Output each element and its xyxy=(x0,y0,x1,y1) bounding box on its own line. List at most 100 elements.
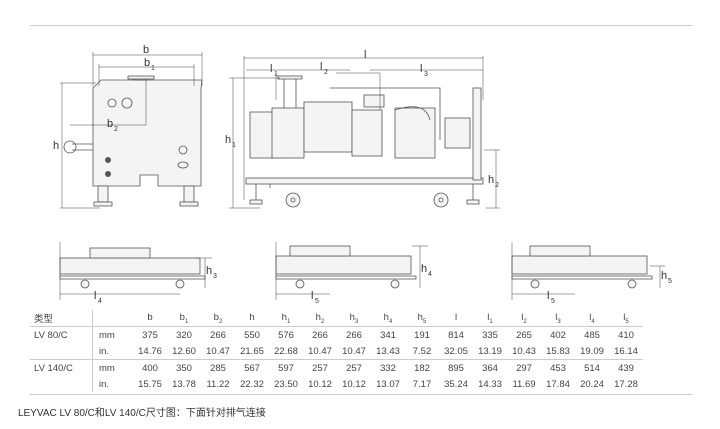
value-cell: 335 xyxy=(473,326,507,343)
value-cell: 21.65 xyxy=(240,345,264,357)
value-cell: 266 xyxy=(201,326,235,343)
column-header-label: l xyxy=(454,311,458,323)
column-header-sub: 5 xyxy=(625,318,629,325)
dim-label-sub: 4 xyxy=(428,271,432,278)
column-header-label: l xyxy=(623,311,626,323)
value-cell: 7.17 xyxy=(412,378,432,390)
value-cell: 10.12 xyxy=(308,378,332,390)
column-header-label: l xyxy=(487,311,490,323)
column-header-label: l xyxy=(589,311,592,323)
unit-cell: in. xyxy=(92,343,133,360)
column-header-label: h xyxy=(249,311,255,323)
column-header-sub: 1 xyxy=(286,318,291,325)
dim-label: b xyxy=(144,57,150,69)
column-header-label: h xyxy=(383,311,389,323)
column-header-label: h xyxy=(417,311,423,323)
value-cell: 182 xyxy=(405,359,439,376)
column-header-sub: 4 xyxy=(388,318,393,325)
dim-label-sub: 2 xyxy=(495,182,499,189)
value-cell: 13.78 xyxy=(172,378,196,390)
model-cell xyxy=(30,376,93,392)
value-cell: 16.14 xyxy=(614,345,638,357)
dim-label: h xyxy=(661,270,667,282)
value-cell: 10.12 xyxy=(342,378,366,390)
column-header: l2 xyxy=(507,310,541,327)
value-cell: 297 xyxy=(507,359,541,376)
model-cell: LV 80/C xyxy=(30,326,93,343)
value-cell: 285 xyxy=(201,359,235,376)
value-cell: 10.47 xyxy=(308,345,332,357)
column-header-label: l xyxy=(521,311,524,323)
column-header-label: l xyxy=(555,311,558,323)
value-cell: 32.05 xyxy=(444,345,468,357)
value-cell: 15.83 xyxy=(546,345,570,357)
dim-label-sub: 4 xyxy=(98,298,102,305)
column-header: b xyxy=(133,310,167,327)
value-cell: 266 xyxy=(303,326,337,343)
header-unit xyxy=(92,310,133,327)
value-cell: 439 xyxy=(609,359,643,376)
value-cell: 453 xyxy=(541,359,575,376)
column-header: l5 xyxy=(609,310,643,327)
dim-label: l xyxy=(320,61,322,73)
unit-cell: mm xyxy=(92,359,133,376)
dim-label-sub: 5 xyxy=(668,278,672,285)
value-cell: 400 xyxy=(133,359,167,376)
value-cell: 514 xyxy=(575,359,609,376)
value-cell: 567 xyxy=(235,359,269,376)
column-header: b1 xyxy=(167,310,201,327)
caption: LEYVAC LV 80/C和LV 140/C尺寸图：下面针对排气连接 xyxy=(18,408,266,419)
value-cell: 375 xyxy=(133,326,167,343)
value-cell: 11.22 xyxy=(206,378,230,390)
column-header-sub: 2 xyxy=(320,318,325,325)
dim-label-sub: 2 xyxy=(114,126,118,133)
column-header-sub: 3 xyxy=(354,318,359,325)
value-cell: 22.68 xyxy=(274,345,298,357)
unit-cell: in. xyxy=(92,376,133,392)
value-cell: 10.43 xyxy=(512,345,536,357)
column-header: h3 xyxy=(337,310,371,327)
column-header: b2 xyxy=(201,310,235,327)
value-cell: 23.50 xyxy=(274,378,298,390)
column-header-sub: 5 xyxy=(422,318,427,325)
column-header-sub: 3 xyxy=(557,318,561,325)
dim-label: l xyxy=(270,63,272,75)
value-cell: 12.60 xyxy=(172,345,196,357)
value-cell: 597 xyxy=(269,359,303,376)
value-cell: 320 xyxy=(167,326,201,343)
value-cell: 19.09 xyxy=(580,345,604,357)
value-cell: 13.43 xyxy=(376,345,400,357)
value-cell: 20.24 xyxy=(580,378,604,390)
column-header-label: b xyxy=(213,311,219,323)
dim-label: h xyxy=(225,134,231,146)
value-cell: 13.07 xyxy=(376,378,400,390)
value-cell: 13.19 xyxy=(478,345,502,357)
value-cell: 364 xyxy=(473,359,507,376)
dim-label-sub: 3 xyxy=(213,273,217,280)
column-header-label: b xyxy=(179,311,185,323)
value-cell: 410 xyxy=(609,326,643,343)
value-cell: 550 xyxy=(235,326,269,343)
model-cell: LV 140/C xyxy=(30,359,93,376)
value-cell: 11.69 xyxy=(512,378,536,390)
dim-label: l xyxy=(547,290,549,302)
dim-label: h xyxy=(53,140,59,152)
dim-label: h xyxy=(421,263,427,275)
column-header-label: h xyxy=(315,311,321,323)
dim-label-sub: 1 xyxy=(151,65,155,72)
dim-label: l xyxy=(311,290,313,302)
dim-label: l xyxy=(364,49,366,61)
dim-label: b xyxy=(107,118,113,130)
dim-label-sub: 5 xyxy=(315,298,319,305)
